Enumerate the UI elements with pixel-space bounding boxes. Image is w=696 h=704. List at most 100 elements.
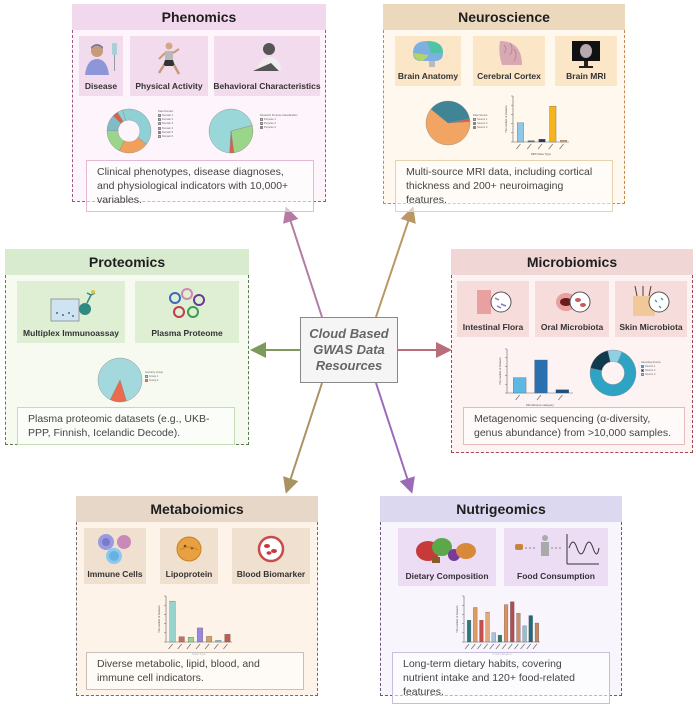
tile-disease: Disease bbox=[79, 36, 123, 96]
protein-cluster-icon bbox=[135, 281, 239, 328]
legend-swatch bbox=[158, 114, 161, 117]
tile-cerebral-cortex: Cerebral Cortex bbox=[473, 36, 545, 86]
legend-swatch bbox=[473, 118, 476, 121]
legend-swatch bbox=[260, 126, 263, 130]
panel-phenomics: Phenomics Disease Physical Activity Beha… bbox=[72, 4, 326, 212]
tile-label: Immune Cells bbox=[87, 569, 143, 579]
bar bbox=[513, 377, 527, 394]
panel-nutrigeomics: Nutrigeomics Dietary Composition Food Co… bbox=[380, 496, 622, 704]
panel-title: Neuroscience bbox=[383, 4, 625, 30]
legend-item: Domain 2 bbox=[158, 118, 173, 122]
food-icon bbox=[398, 528, 496, 571]
tile-physical-activity: Physical Activity bbox=[130, 36, 208, 96]
x-tick-label bbox=[501, 643, 507, 650]
legend-label: Source 1 bbox=[477, 118, 488, 122]
y-axis-label: The number of datasets bbox=[455, 605, 459, 633]
y-axis-label: The number of datasets bbox=[498, 357, 502, 385]
microbiomics-bar-chart: Microbiome category The number of dataset… bbox=[498, 348, 573, 407]
x-tick-label bbox=[514, 643, 519, 650]
legend-label: Group 2 bbox=[149, 379, 159, 383]
legend-swatch bbox=[260, 122, 263, 126]
legend-item: Group 2 bbox=[145, 379, 163, 383]
bar bbox=[534, 359, 548, 394]
x-tick-label bbox=[516, 143, 521, 150]
legend-swatch bbox=[158, 122, 161, 126]
x-tick-label bbox=[526, 643, 532, 650]
microbiomics-donut-chart bbox=[589, 349, 637, 397]
x-tick-label bbox=[532, 643, 538, 650]
legend-label: Source 3 bbox=[477, 126, 488, 130]
bar bbox=[187, 636, 194, 643]
legend-swatch bbox=[260, 118, 263, 121]
panel-proteomics: Proteomics Multiplex Immunoassay Plasma … bbox=[5, 249, 249, 445]
x-tick-label bbox=[526, 143, 532, 150]
x-tick-label bbox=[483, 643, 488, 650]
x-tick-label bbox=[536, 394, 542, 401]
legend-title: Data Source bbox=[473, 114, 488, 117]
legend-label: Domain 2 bbox=[162, 118, 174, 122]
phenomics-description: Clinical phenotypes, disease diagnoses, … bbox=[86, 160, 314, 212]
x-tick-label bbox=[464, 643, 470, 650]
x-tick-label bbox=[204, 643, 210, 650]
tile-label: Lipoprotein bbox=[165, 569, 213, 579]
legend-title: Research Purpose Classification bbox=[260, 114, 298, 117]
panel-title: Microbiomics bbox=[451, 249, 693, 275]
arrow-to-metaboiomics bbox=[283, 382, 323, 494]
bar bbox=[479, 619, 484, 643]
panel-title: Metaboiomics bbox=[76, 496, 318, 522]
bar bbox=[169, 600, 176, 643]
legend-swatch bbox=[473, 122, 476, 126]
slice-1 bbox=[109, 379, 127, 403]
tile-label: Brain MRI bbox=[566, 71, 606, 81]
panel-microbiomics: Microbiomics Intestinal Flora Oral Micro… bbox=[451, 249, 693, 453]
tile-brain-anatomy: Brain Anatomy bbox=[395, 36, 461, 86]
center-line-2: GWAS Data bbox=[313, 342, 385, 357]
slice-2 bbox=[607, 349, 623, 363]
bar bbox=[197, 627, 203, 643]
x-tick-label bbox=[186, 643, 192, 650]
cortex-icon bbox=[473, 36, 545, 71]
x-axis-label: Microbiome category bbox=[526, 403, 554, 407]
x-tick-label bbox=[489, 643, 495, 650]
lipoprotein-icon bbox=[160, 528, 218, 569]
x-tick-label bbox=[495, 643, 501, 650]
immune-cells-icon bbox=[84, 528, 146, 569]
legend-item: Source 1 bbox=[641, 365, 661, 369]
bar bbox=[555, 389, 569, 394]
bar bbox=[510, 601, 515, 643]
proteomics-pie-chart bbox=[97, 357, 143, 403]
patient-iv-icon bbox=[79, 36, 123, 81]
consumption-timeseries-icon bbox=[504, 528, 608, 571]
legend-label: Purpose 2 bbox=[264, 122, 276, 126]
neuroscience-pie-chart bbox=[425, 100, 471, 146]
x-tick-label bbox=[520, 643, 525, 650]
x-axis-label: MRI Data Type bbox=[531, 152, 551, 156]
tile-immune-cells: Immune Cells bbox=[84, 528, 146, 584]
panel-neuroscience: Neuroscience Brain Anatomy Cerebral Cort… bbox=[383, 4, 625, 212]
tile-behavioral-characteristics: Behavioral Characteristics bbox=[213, 36, 321, 96]
y-axis-label: The number of datasets bbox=[504, 105, 508, 133]
bar bbox=[497, 634, 502, 643]
tile-label: Oral Microbiota bbox=[540, 322, 604, 332]
legend-label: Purpose 1 bbox=[264, 118, 276, 122]
legend-label: Domain 4 bbox=[162, 126, 174, 130]
legend-label: Domain 5 bbox=[162, 130, 174, 134]
x-tick-label bbox=[177, 643, 183, 650]
panel-title: Nutrigeomics bbox=[380, 496, 622, 522]
slice-5 bbox=[117, 109, 126, 122]
legend-swatch bbox=[158, 118, 161, 122]
bar bbox=[534, 622, 539, 643]
slice-1 bbox=[590, 350, 611, 371]
phenomics-donut-chart bbox=[106, 108, 152, 154]
phenomics-pie-chart bbox=[208, 108, 254, 154]
bar bbox=[504, 604, 509, 643]
legend-item: Group 1 bbox=[145, 375, 163, 379]
legend-swatch bbox=[473, 126, 476, 130]
x-tick-label bbox=[558, 394, 563, 401]
legend-swatch bbox=[158, 126, 161, 130]
